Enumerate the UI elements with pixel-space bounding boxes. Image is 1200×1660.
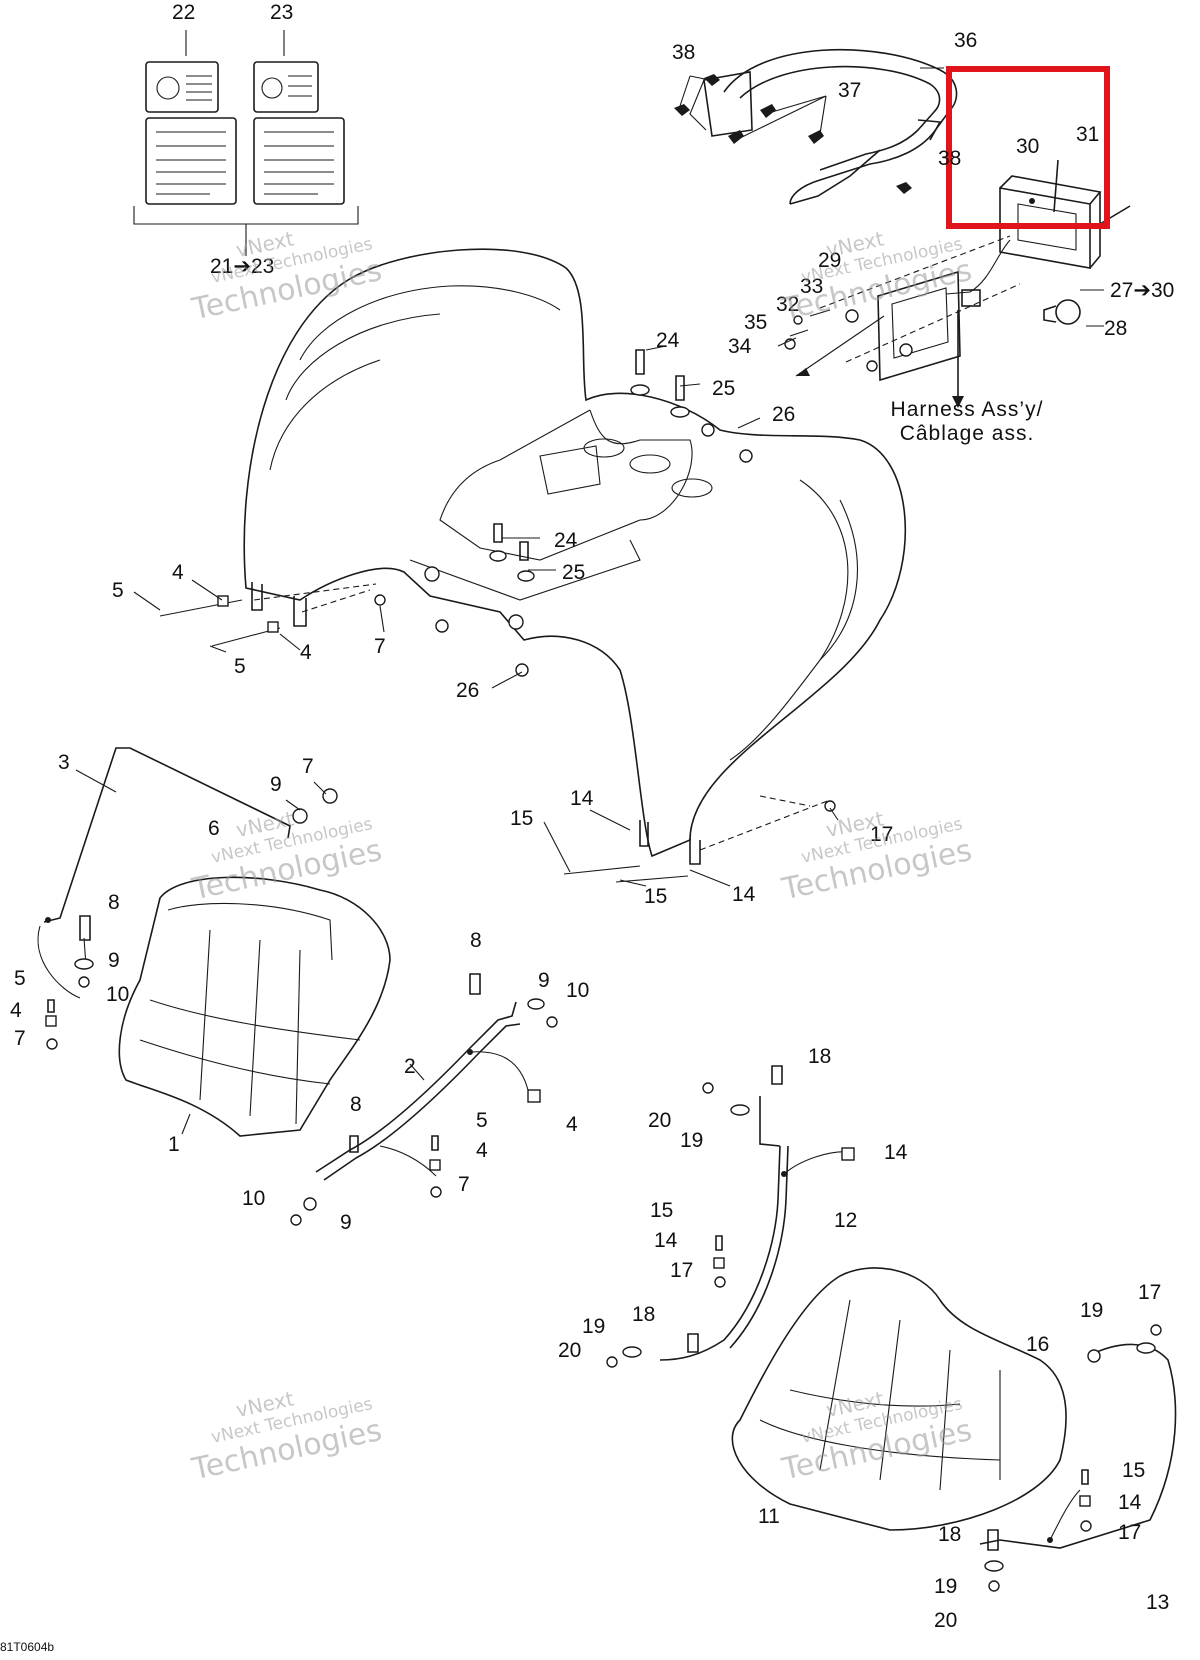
callout-18: 18 [808,1045,832,1068]
callout-12: 12 [834,1209,858,1232]
callout-24: 24 [554,529,578,552]
callout-7: 7 [302,755,314,778]
callout-9: 9 [538,969,550,992]
callout-14: 14 [570,787,594,810]
callout-16: 16 [1026,1333,1050,1356]
callout-33: 33 [800,275,824,298]
rear-rack [689,48,958,205]
callout-25: 25 [712,377,736,400]
callout-1: 1 [168,1133,180,1156]
harness-note: Harness Ass’y/ Câblage ass. [890,398,1044,445]
callout-32: 32 [776,293,800,316]
callout-24: 24 [656,329,680,352]
callout-14: 14 [732,883,756,906]
callout-36: 36 [954,29,978,52]
callout-38: 38 [938,147,962,170]
callout-28: 28 [1104,317,1128,340]
callout-27-30: 27➔30 [1110,279,1175,302]
callout-20: 20 [648,1109,672,1132]
callout-5: 5 [112,579,124,602]
rack-hardware [674,74,912,194]
rear-footwell [606,1065,1177,1592]
callout-10: 10 [242,1187,266,1210]
callout-3: 3 [58,751,70,774]
callout-26: 26 [456,679,480,702]
callout-5: 5 [476,1109,488,1132]
callout-4: 4 [566,1113,578,1136]
callout-23: 23 [270,1,294,24]
figure-reference: 81T0604b [0,1640,55,1654]
callout-18: 18 [632,1303,656,1326]
fender-fasteners [159,349,836,883]
callout-8: 8 [108,891,120,914]
callout-19: 19 [934,1575,958,1598]
callout-4: 4 [300,641,312,664]
callout-17: 17 [670,1259,694,1282]
decal-group [133,30,359,256]
callout-20: 20 [558,1339,582,1362]
callout-15: 15 [1122,1459,1146,1482]
callout-4: 4 [476,1139,488,1162]
highlight-box [946,66,1110,229]
callout-19: 19 [680,1129,704,1152]
callout-20: 20 [934,1609,958,1632]
callout-15: 15 [644,885,668,908]
callout-4: 4 [10,999,22,1022]
callout-7: 7 [14,1027,26,1050]
front-fender [37,747,391,1137]
callout-29: 29 [818,249,842,272]
callout-17: 17 [870,823,894,846]
callout-31: 31 [1076,123,1100,146]
callout-38: 38 [672,41,696,64]
callout-25: 25 [562,561,586,584]
callout-19: 19 [1080,1299,1104,1322]
callout-8: 8 [470,929,482,952]
callout-18: 18 [938,1523,962,1546]
callout-13: 13 [1146,1591,1170,1614]
callout-4: 4 [172,561,184,584]
callout-15: 15 [510,807,534,830]
callout-37: 37 [838,79,862,102]
callout-22: 22 [172,1,196,24]
callout-8: 8 [350,1093,362,1116]
callout-19: 19 [582,1315,606,1338]
callout-14: 14 [1118,1491,1142,1514]
callout-9: 9 [340,1211,352,1234]
callout-34: 34 [728,335,752,358]
callout-17: 17 [1118,1521,1142,1544]
leader-lines [75,67,1104,1135]
callout-14: 14 [654,1229,678,1252]
callout-9: 9 [270,773,282,796]
callout-35: 35 [744,311,768,334]
callout-21-23: 21➔23 [210,255,275,278]
callout-5: 5 [14,967,26,990]
callout-26: 26 [772,403,796,426]
taillight-assembly [784,159,1131,408]
callout-15: 15 [650,1199,674,1222]
callout-9: 9 [108,949,120,972]
callout-2: 2 [404,1055,416,1078]
callout-30: 30 [1016,135,1040,158]
callout-7: 7 [374,635,386,658]
callout-6: 6 [208,817,220,840]
callout-17: 17 [1138,1281,1162,1304]
callout-10: 10 [106,983,130,1006]
callout-14: 14 [884,1141,908,1164]
front-support-tube [290,973,558,1226]
callout-11: 11 [758,1505,780,1528]
rear-fender [243,248,907,865]
callout-5: 5 [234,655,246,678]
callout-7: 7 [458,1173,470,1196]
callout-10: 10 [566,979,590,1002]
